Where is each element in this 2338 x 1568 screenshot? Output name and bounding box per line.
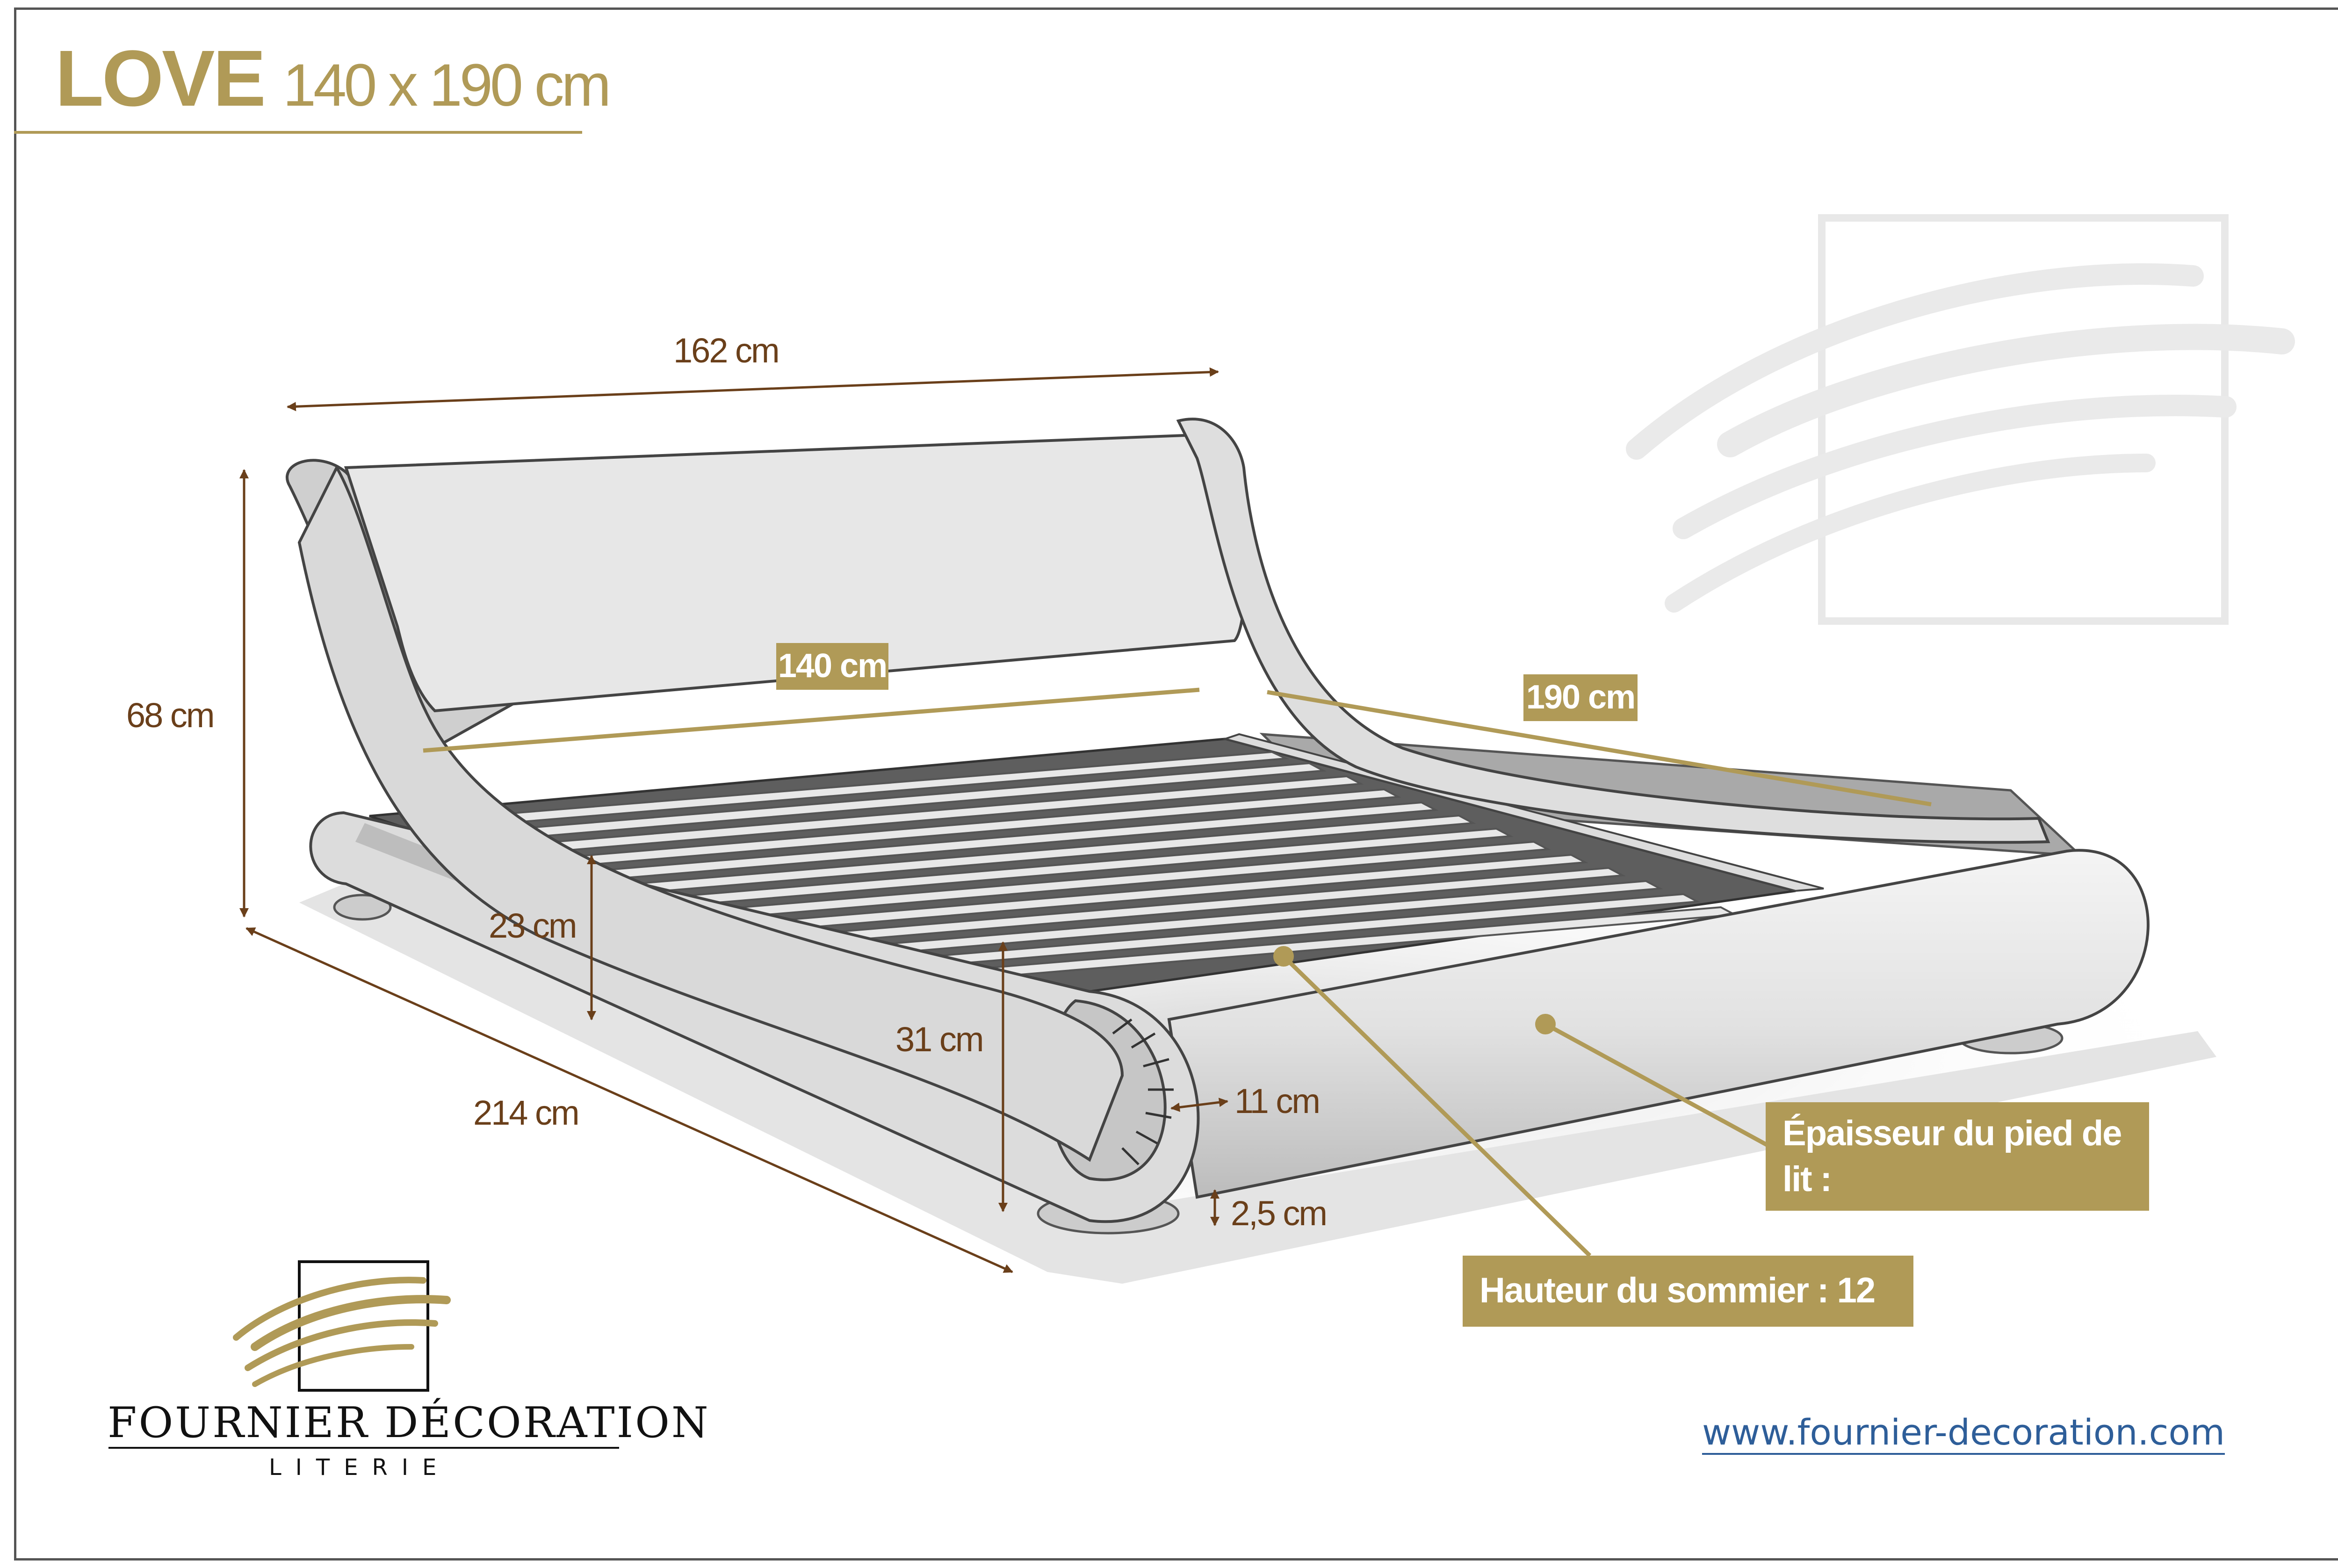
tag-bed-length: 190 cm [1523, 674, 1638, 721]
dim-width-total: 162 cm [673, 331, 779, 370]
callout-dot-foot [1535, 1014, 1556, 1034]
model-name: LOVE [55, 34, 266, 123]
brand-logo-icon [233, 1260, 451, 1392]
dim-height-total: 68 cm [126, 696, 214, 735]
model-size: 140 x 190 cm [282, 52, 611, 119]
dim-frame-height: 23 cm [489, 906, 576, 945]
dimension-lines [239, 367, 1228, 1273]
brand-name: FOURNIER DÉCORATION [108, 1398, 710, 1447]
dim-length-total: 214 cm [473, 1093, 578, 1132]
tag-bed-length-text: 190 cm [1526, 679, 1635, 716]
title-underline [14, 131, 582, 134]
callout-foot-line1: Épaisseur du pied de lit : [1782, 1113, 2122, 1199]
slat-base [369, 733, 1824, 1012]
callout-foot-line2: 8 cm [1782, 1205, 1861, 1245]
tag-bed-width-text: 140 cm [778, 647, 887, 685]
tag-bed-width: 140 cm [776, 643, 888, 690]
gold-measure-lines [423, 687, 1932, 1257]
callout-foot-thickness: Épaisseur du pied de lit : 8 cm [1766, 1102, 2149, 1245]
dim-rail-thickness: 11 cm [1234, 1082, 1319, 1120]
bed-foot-tube [1167, 849, 2150, 1199]
callout-dot-base [1273, 946, 1294, 967]
brand-underline [108, 1447, 619, 1449]
website-link[interactable]: www.fournier-decoration.com [1702, 1411, 2225, 1453]
dim-side-height: 31 cm [895, 1020, 983, 1059]
brand-subtitle: LITERIE [269, 1454, 451, 1481]
watermark-logo-icon [1626, 214, 2295, 625]
dim-ground-clearance: 2,5 cm [1231, 1194, 1326, 1233]
callout-base-height: Hauteur du sommier : 12 cm [1463, 1256, 1913, 1356]
callout-base-text: Hauteur du sommier : 12 cm [1479, 1271, 1876, 1356]
